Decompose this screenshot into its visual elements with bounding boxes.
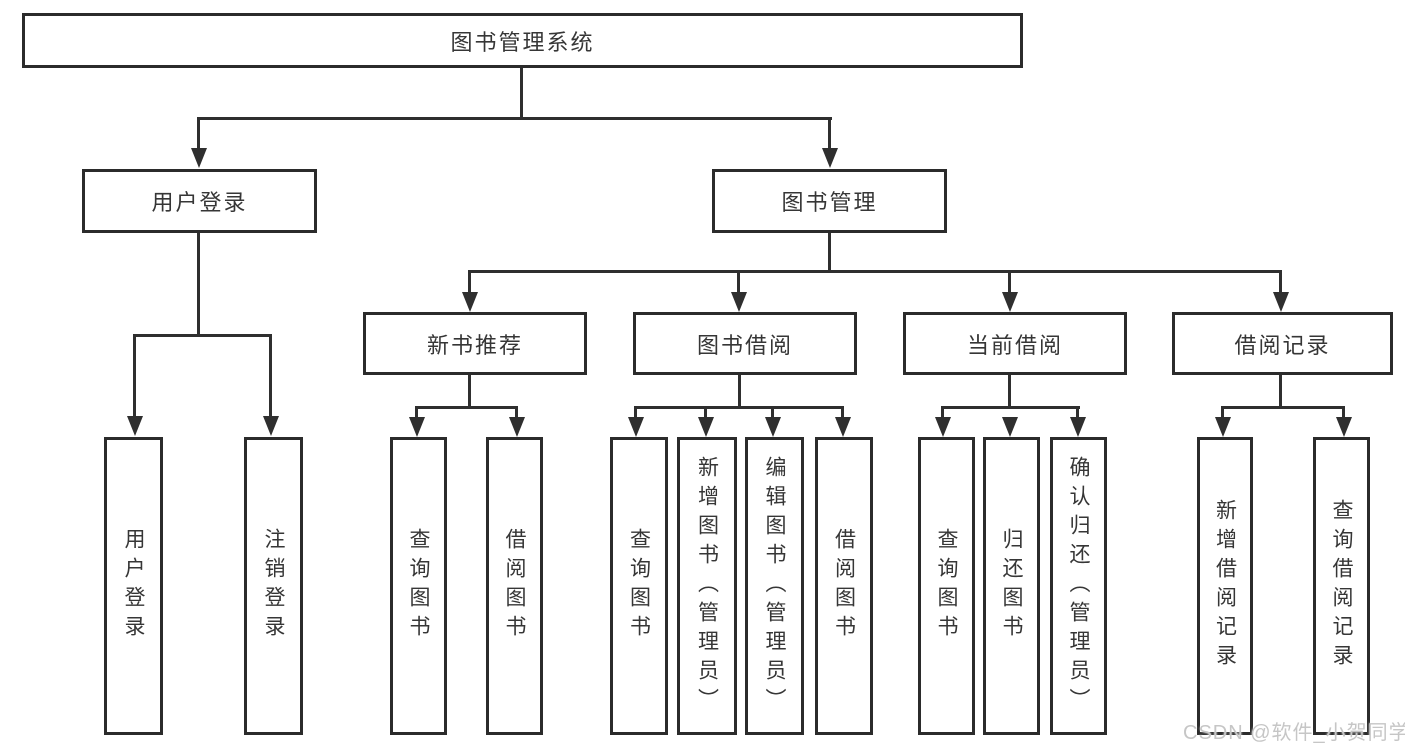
connector [841,406,844,420]
node-book-management: 图书管理 [712,169,947,233]
arrowhead-icon [1002,292,1018,312]
node-label: 借阅图书 [832,528,856,644]
arrowhead-icon [1070,417,1086,437]
leaf-query-borrow-record: 查询借阅记录 [1313,437,1370,735]
connector [1008,270,1011,294]
connector [415,406,418,420]
node-label: 新书推荐 [426,332,523,358]
node-library-management-system: 图书管理系统 [22,13,1023,68]
csdn-watermark: CSDN @软件_小贺同学 [1183,722,1405,744]
leaf-query-books-borrow: 查询图书 [610,437,668,735]
node-borrowing-records: 借阅记录 [1172,312,1393,375]
connector [468,270,471,294]
connector [704,406,707,420]
leaf-query-books-recommend: 查询图书 [390,437,447,735]
node-user-login: 用户登录 [82,169,317,233]
connector [941,406,944,420]
arrowhead-icon [1336,417,1352,437]
connector [133,334,136,418]
connector [634,406,844,409]
node-label: 查询图书 [935,528,958,644]
connector [1279,270,1282,294]
node-label: 新增借阅记录 [1213,499,1237,673]
leaf-query-books-current: 查询图书 [918,437,975,735]
node-label: 查询借阅记录 [1330,499,1353,673]
connector [634,406,637,420]
connector [468,375,471,409]
node-label: 注销登录 [262,528,285,644]
arrowhead-icon [462,292,478,312]
node-label: 当前借阅 [966,332,1063,358]
node-label: 图书管理系统 [450,29,595,55]
connector [269,334,272,418]
connector [1221,406,1224,420]
leaf-add-books-admin: 新增图书（管理员） [677,437,737,735]
node-label: 借阅图书 [503,528,526,644]
connector [737,270,740,294]
connector [771,406,774,420]
leaf-logout: 注销登录 [244,437,303,735]
connector [415,406,518,409]
connector [1221,406,1345,409]
leaf-confirm-return-admin: 确认归还（管理员） [1050,437,1107,735]
connector [941,406,1080,409]
node-label: 借阅记录 [1234,332,1331,358]
node-label: 编辑图书（管理员） [763,455,786,717]
connector [520,68,523,120]
connector [197,233,200,337]
arrowhead-icon [935,417,951,437]
node-book-borrowing: 图书借阅 [633,312,857,375]
node-label: 查询图书 [627,528,651,644]
arrowhead-icon [127,416,143,436]
node-label: 查询图书 [407,528,430,644]
leaf-return-books: 归还图书 [983,437,1040,735]
arrowhead-icon [509,417,525,437]
arrowhead-icon [263,416,279,436]
node-label: 图书借阅 [696,332,793,358]
arrowhead-icon [835,417,851,437]
arrowhead-icon [191,148,207,168]
arrowhead-icon [731,292,747,312]
connector [738,375,741,409]
leaf-borrow-books: 借阅图书 [815,437,873,735]
node-label: 用户登录 [151,190,248,215]
leaf-borrow-books-recommend: 借阅图书 [486,437,543,735]
connector [1279,375,1282,409]
connector [133,334,272,337]
arrowhead-icon [765,417,781,437]
arrowhead-icon [628,417,644,437]
connector [828,233,831,273]
node-label: 归还图书 [1000,528,1023,644]
leaf-user-login: 用户登录 [104,437,163,735]
arrowhead-icon [1273,292,1289,312]
arrowhead-icon [698,417,714,437]
connector [197,117,200,151]
node-label: 新增图书（管理员） [695,455,719,717]
leaf-edit-books-admin: 编辑图书（管理员） [745,437,804,735]
connector [1342,406,1345,420]
node-new-book-recommendation: 新书推荐 [363,312,587,375]
arrowhead-icon [1002,417,1018,437]
node-label: 确认归还（管理员） [1067,455,1090,717]
connector [828,117,831,151]
arrowhead-icon [1215,417,1231,437]
connector [468,270,1282,273]
connector [515,406,518,420]
connector [197,117,832,120]
arrowhead-icon [409,417,425,437]
connector [1008,375,1011,409]
node-label: 用户登录 [122,528,145,644]
node-label: 图书管理 [781,190,878,215]
leaf-add-borrow-record: 新增借阅记录 [1197,437,1253,735]
arrowhead-icon [822,148,838,168]
node-current-borrowing: 当前借阅 [903,312,1127,375]
connector [1076,406,1079,420]
